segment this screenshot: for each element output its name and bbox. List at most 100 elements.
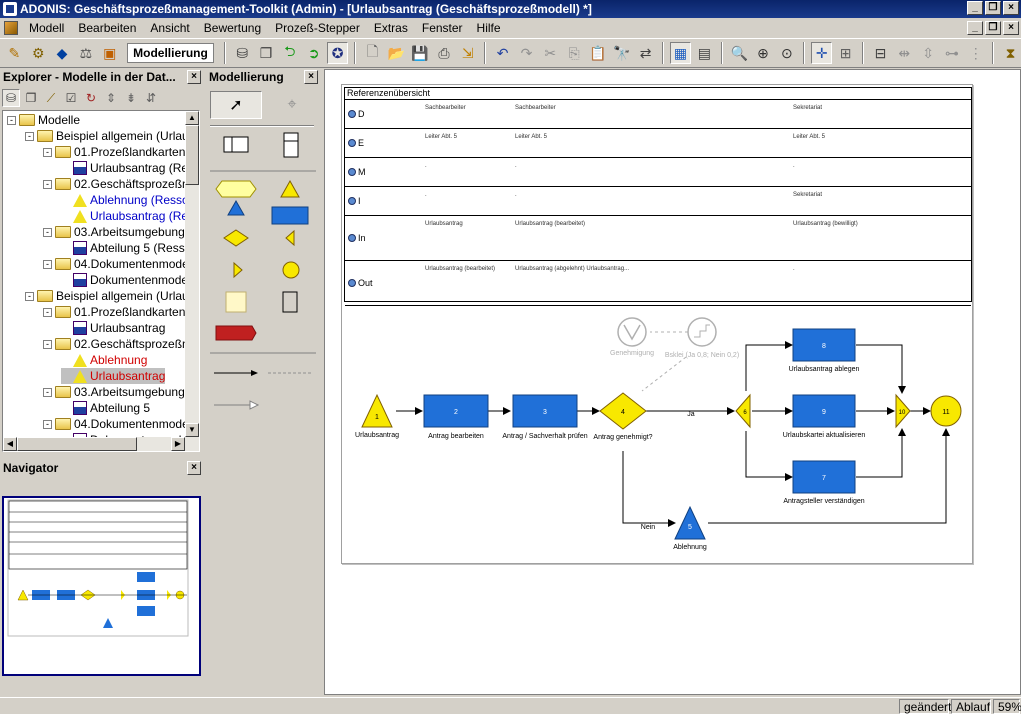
minimize-button[interactable]: _ bbox=[967, 1, 983, 15]
tree-model-item[interactable]: Urlaubsantrag bbox=[61, 368, 166, 384]
database-icon[interactable]: ⛁ bbox=[236, 44, 249, 61]
back-icon[interactable]: ⮌ bbox=[284, 43, 296, 59]
close-button[interactable]: × bbox=[1003, 1, 1019, 15]
variable-node-5[interactable]: 5 Ablehnung bbox=[673, 505, 707, 551]
table-view-icon[interactable]: ▤ bbox=[697, 44, 711, 61]
undo-icon[interactable]: ↶ bbox=[496, 44, 509, 61]
layout-icon[interactable]: ⊶ bbox=[944, 44, 959, 61]
subsequent-connector-tool[interactable] bbox=[214, 370, 258, 376]
new-icon[interactable]: 🗋 bbox=[366, 43, 379, 59]
document-tool[interactable] bbox=[282, 291, 298, 313]
tree-expander[interactable]: - bbox=[25, 131, 34, 141]
tree-folder[interactable]: -03.Arbeitsumgebungsr bbox=[43, 384, 195, 400]
start-node-1[interactable]: 1 Urlaubsantrag bbox=[355, 393, 399, 439]
save-icon[interactable]: 💾 bbox=[411, 44, 429, 61]
modelling-close-button[interactable]: × bbox=[304, 70, 318, 84]
hourglass-icon[interactable]: ⧗ bbox=[1005, 44, 1016, 61]
tree-expander[interactable]: - bbox=[25, 291, 34, 301]
parallel-node-6[interactable]: 6 bbox=[735, 393, 751, 429]
expand-icon[interactable]: ⇟ bbox=[125, 91, 137, 105]
navigator-overview[interactable] bbox=[2, 496, 201, 676]
reference-connector-tool[interactable] bbox=[214, 400, 260, 410]
subprocess-tool[interactable] bbox=[215, 180, 257, 198]
activity-tool[interactable] bbox=[271, 206, 309, 225]
tree-model-item[interactable]: Abteilung 5 (Resso bbox=[61, 240, 191, 256]
redo-icon[interactable]: ↷ bbox=[520, 44, 533, 61]
cut-icon[interactable]: ✂ bbox=[544, 44, 557, 61]
menu-hilfe[interactable]: Hilfe bbox=[476, 21, 501, 35]
chart-icon[interactable]: ⟋ bbox=[46, 90, 56, 105]
compass-icon[interactable]: ✪ bbox=[327, 42, 349, 64]
merge-node-10[interactable]: 10 bbox=[895, 393, 911, 429]
edit-icon[interactable]: ✎ bbox=[8, 44, 21, 61]
document-menu-icon[interactable] bbox=[4, 21, 18, 35]
tree-vscroll[interactable]: ▲ ▼ bbox=[185, 111, 199, 451]
spacing-icon[interactable]: ⋮ bbox=[968, 44, 983, 61]
tree-folder[interactable]: -03.Arbeitsumgebungsr bbox=[43, 224, 195, 240]
restore-button[interactable]: ❐ bbox=[985, 1, 1001, 15]
tree-model-item[interactable]: Urlaubsantrag (Re bbox=[61, 160, 188, 176]
activity-node-3[interactable]: 3 Antrag / Sachverhalt prüfen bbox=[502, 394, 588, 440]
mode-selector[interactable]: Modellierung bbox=[127, 43, 214, 63]
swimlane-v-tool[interactable] bbox=[283, 132, 299, 158]
resource-tool[interactable] bbox=[215, 325, 257, 341]
grid-icon[interactable]: ⊞ bbox=[839, 44, 852, 61]
check-icon[interactable]: ☑ bbox=[65, 91, 77, 105]
print-icon[interactable]: ⎙ bbox=[438, 44, 450, 61]
find-icon[interactable]: 🔭 bbox=[613, 44, 631, 61]
parallel-tool[interactable] bbox=[233, 261, 243, 279]
menu-ansicht[interactable]: Ansicht bbox=[150, 21, 190, 35]
activity-node-8[interactable]: 8 Urlaubsantrag ablegen bbox=[789, 328, 860, 373]
tree-model-item[interactable]: Urlaubsantrag bbox=[61, 320, 165, 336]
forward-icon[interactable]: ➲ bbox=[307, 44, 320, 61]
paste-icon[interactable]: 📋 bbox=[589, 44, 607, 61]
import-icon[interactable]: ▣ bbox=[103, 44, 117, 61]
evaluation-icon[interactable]: ⚖ bbox=[79, 44, 93, 61]
activity-node-7[interactable]: 7 Antragsteller verständigen bbox=[783, 460, 865, 505]
end-node-11[interactable]: 11 bbox=[930, 395, 962, 427]
end-tool[interactable] bbox=[282, 261, 300, 279]
navigator-close-button[interactable]: × bbox=[187, 461, 201, 475]
tree-model-item[interactable]: Abteilung 5 bbox=[61, 400, 150, 416]
note-tool[interactable] bbox=[225, 291, 247, 313]
tree-expander[interactable]: - bbox=[43, 259, 52, 269]
tree-folder[interactable]: -Modelle bbox=[7, 112, 80, 128]
tree-expander[interactable]: - bbox=[43, 307, 52, 317]
decision-node-4[interactable]: 4 Antrag genehmigt? bbox=[593, 392, 653, 441]
menu-fenster[interactable]: Fenster bbox=[421, 21, 463, 35]
decision-tool[interactable] bbox=[223, 229, 249, 247]
pointer-tool[interactable]: ➚ bbox=[210, 91, 262, 119]
tree-folder[interactable]: -04.Dokumentenmodel bbox=[43, 256, 191, 272]
model-view-icon[interactable]: ❐ bbox=[25, 91, 37, 105]
zoom-fit-icon[interactable]: ⊙ bbox=[780, 44, 793, 61]
collapse-icon[interactable]: ⇕ bbox=[105, 91, 117, 105]
activity-node-2[interactable]: 2 Antrag bearbeiten bbox=[423, 394, 489, 440]
menu-extras[interactable]: Extras bbox=[373, 21, 408, 35]
random-generator[interactable]: Bsklei (Ja 0,8; Nein 0,2) bbox=[665, 317, 739, 359]
tree-folder[interactable]: -Beispiel allgemein (Urlaubs bbox=[25, 128, 199, 144]
menu-bewertung[interactable]: Bewertung bbox=[203, 21, 262, 35]
tree-folder[interactable]: -01.Prozeßlandkarten bbox=[43, 144, 185, 160]
explorer-close-button[interactable]: × bbox=[187, 70, 201, 84]
analysis-icon[interactable]: ⚙ bbox=[31, 44, 45, 61]
grid-snap-icon[interactable]: ✛ bbox=[811, 42, 833, 64]
tree-folder[interactable]: -02.Geschäftsprozeßm bbox=[43, 176, 192, 192]
doc-restore-button[interactable]: ❐ bbox=[985, 21, 1001, 35]
tree-hscroll[interactable]: ◀ ▶ bbox=[3, 437, 199, 451]
refresh-icon[interactable]: ↻ bbox=[85, 91, 97, 105]
variable-tool[interactable] bbox=[227, 199, 245, 216]
start-tool[interactable] bbox=[280, 179, 300, 198]
db-view-icon[interactable]: ⛁ bbox=[2, 89, 20, 107]
tree-model-item[interactable]: Ablehnung bbox=[61, 352, 147, 368]
distribute-v-icon[interactable]: ⇳ bbox=[922, 44, 934, 61]
tree-expander[interactable]: - bbox=[43, 339, 52, 349]
sort-icon[interactable]: ⇵ bbox=[145, 91, 157, 105]
tree-folder[interactable]: -04.Dokumentenmodel bbox=[43, 416, 191, 432]
tree-expander[interactable]: - bbox=[7, 115, 16, 125]
swimlane-h-tool[interactable] bbox=[223, 136, 249, 153]
tree-expander[interactable]: - bbox=[43, 179, 52, 189]
export-icon[interactable]: ⇲ bbox=[461, 44, 474, 61]
variable-genehmigung[interactable]: Genehmigung bbox=[610, 317, 654, 357]
graphic-view-icon[interactable]: ▦ bbox=[670, 42, 691, 64]
